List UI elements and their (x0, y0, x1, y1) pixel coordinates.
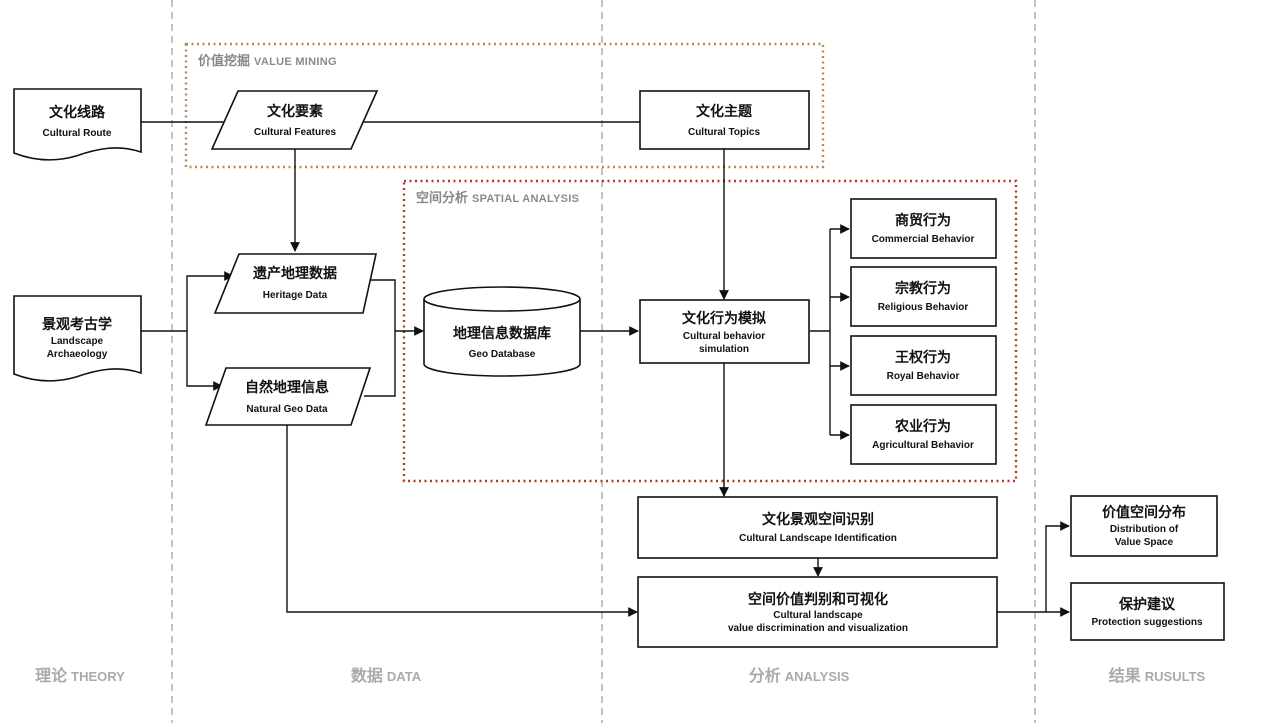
svg-text:Cultural Features: Cultural Features (254, 127, 337, 138)
node-cultural-route: 文化线路 Cultural Route (13, 88, 142, 161)
svg-text:王权行为: 王权行为 (895, 349, 951, 366)
svg-text:Cultural behavior: Cultural behavior (683, 331, 765, 342)
svg-text:景观考古学: 景观考古学 (42, 316, 112, 333)
node-religious-behavior: 宗教行为 Religious Behavior (850, 266, 997, 327)
svg-text:农业行为: 农业行为 (894, 418, 951, 435)
node-cultural-topics: 文化主题 Cultural Topics (639, 90, 810, 150)
node-value-space-distribution: 价值空间分布 Distribution of Value Space (1070, 495, 1218, 557)
svg-text:文化景观空间识别: 文化景观空间识别 (762, 511, 874, 528)
node-protection-suggestions: 保护建议 Protection suggestions (1070, 582, 1225, 641)
svg-text:Value Space: Value Space (1115, 537, 1174, 548)
svg-text:保护建议: 保护建议 (1118, 596, 1176, 613)
connectors (141, 121, 1070, 617)
svg-text:地理信息数据库: 地理信息数据库 (453, 325, 551, 342)
svg-text:Cultural Landscape Identificat: Cultural Landscape Identification (739, 533, 897, 544)
node-royal-behavior: 王权行为 Royal Behavior (850, 335, 997, 396)
node-behavior-simulation: 文化行为模拟 Cultural behavior simulation (639, 299, 810, 364)
svg-text:文化要素: 文化要素 (267, 103, 323, 120)
node-agricultural-behavior: 农业行为 Agricultural Behavior (850, 404, 997, 465)
svg-text:商贸行为: 商贸行为 (895, 212, 951, 229)
node-value-discrimination: 空间价值判别和可视化 Cultural landscape value disc… (637, 576, 998, 648)
svg-text:Cultural Topics: Cultural Topics (688, 127, 760, 138)
svg-text:Commercial Behavior: Commercial Behavior (872, 234, 975, 245)
node-landscape-archaeology: 景观考古学 Landscape Archaeology (13, 295, 142, 382)
svg-text:空间价值判别和可视化: 空间价值判别和可视化 (748, 591, 888, 608)
value-mining-frame (184, 42, 825, 169)
svg-text:Natural Geo Data: Natural Geo Data (246, 404, 328, 415)
svg-text:自然地理信息: 自然地理信息 (245, 379, 329, 396)
svg-text:Protection suggestions: Protection suggestions (1091, 617, 1203, 628)
svg-text:Landscape: Landscape (51, 336, 104, 347)
svg-text:文化主题: 文化主题 (696, 103, 753, 120)
svg-text:Archaeology: Archaeology (47, 349, 108, 360)
node-heritage-data: 遗产地理数据 Heritage Data (213, 253, 377, 314)
node-geo-database: 地理信息数据库 Geo Database (423, 286, 581, 377)
svg-text:Heritage Data: Heritage Data (263, 290, 328, 301)
svg-text:Religious Behavior: Religious Behavior (878, 302, 969, 313)
svg-text:遗产地理数据: 遗产地理数据 (252, 265, 337, 282)
column-separators (171, 0, 1036, 723)
svg-text:simulation: simulation (699, 344, 749, 355)
svg-text:文化行为模拟: 文化行为模拟 (682, 310, 766, 327)
svg-text:value discrimination and visua: value discrimination and visualization (728, 623, 908, 634)
svg-text:Agricultural Behavior: Agricultural Behavior (872, 440, 974, 451)
svg-text:Geo Database: Geo Database (469, 349, 536, 360)
node-cultural-features: 文化要素 Cultural Features (210, 90, 379, 150)
svg-text:Cultural landscape: Cultural landscape (773, 610, 863, 621)
svg-text:Distribution of: Distribution of (1110, 524, 1179, 535)
svg-text:价值空间分布: 价值空间分布 (1102, 504, 1186, 521)
node-landscape-identification: 文化景观空间识别 Cultural Landscape Identificati… (637, 496, 998, 559)
svg-text:宗教行为: 宗教行为 (895, 280, 951, 297)
node-commercial-behavior: 商贸行为 Commercial Behavior (850, 198, 997, 259)
node-natural-geo-data: 自然地理信息 Natural Geo Data (204, 367, 372, 426)
svg-text:Royal Behavior: Royal Behavior (887, 371, 960, 382)
svg-text:文化线路: 文化线路 (49, 104, 106, 121)
svg-text:Cultural Route: Cultural Route (43, 128, 112, 139)
